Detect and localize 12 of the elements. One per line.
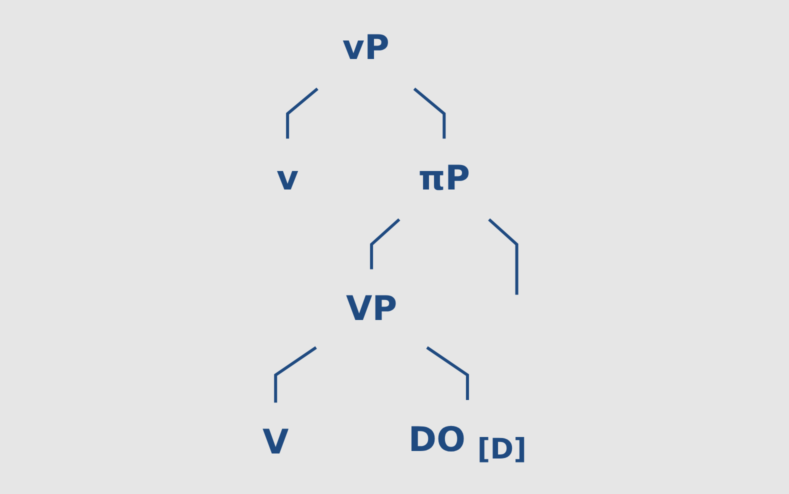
branch-line xyxy=(370,218,400,270)
category-label: V xyxy=(262,422,289,462)
branch-line xyxy=(274,346,317,403)
category-label: DO $_{[D]}$ xyxy=(408,420,527,466)
category-label: πP xyxy=(418,158,470,198)
category-label: vP xyxy=(342,28,390,68)
category-label: VP xyxy=(346,289,398,330)
branch-line xyxy=(286,88,318,139)
category-label: v xyxy=(276,158,299,198)
branch-line xyxy=(413,88,446,139)
branch-line xyxy=(488,218,518,295)
branch-line xyxy=(426,346,469,400)
